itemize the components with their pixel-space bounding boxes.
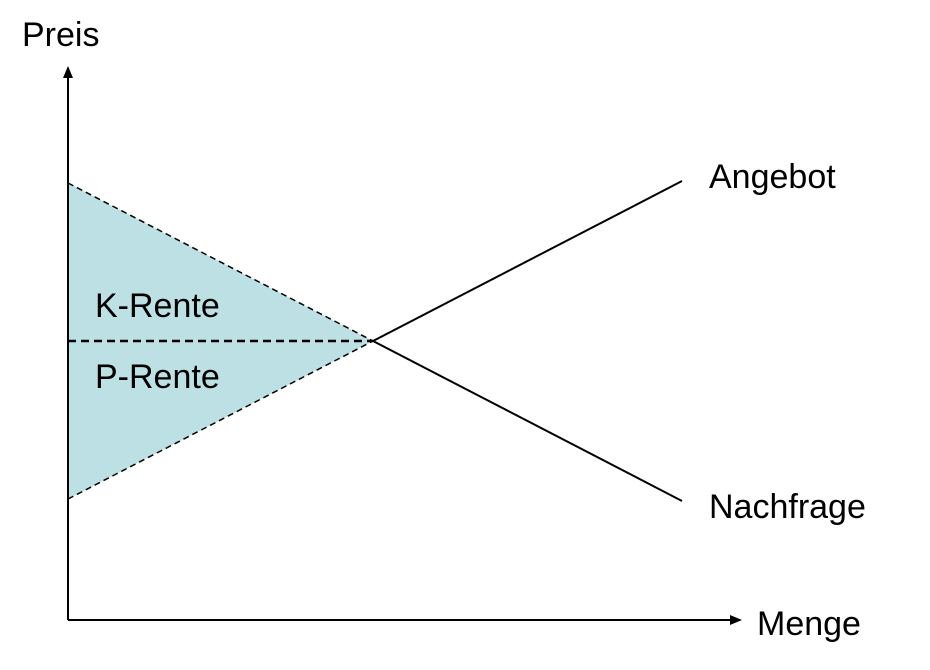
consumer-surplus-label: K-Rente bbox=[95, 287, 220, 325]
supply-segment-dashed bbox=[67, 340, 374, 500]
supply-label: Angebot bbox=[709, 158, 836, 196]
demand-curve bbox=[372, 340, 683, 502]
surplus-area bbox=[68, 183, 373, 499]
x-axis-label: Menge bbox=[757, 605, 861, 643]
demand-segment-dashed bbox=[67, 182, 374, 342]
demand-label: Nachfrage bbox=[709, 488, 866, 526]
supply-curve bbox=[372, 180, 683, 342]
y-axis-label: Preis bbox=[22, 16, 100, 54]
producer-surplus-label: P-Rente bbox=[95, 358, 220, 396]
